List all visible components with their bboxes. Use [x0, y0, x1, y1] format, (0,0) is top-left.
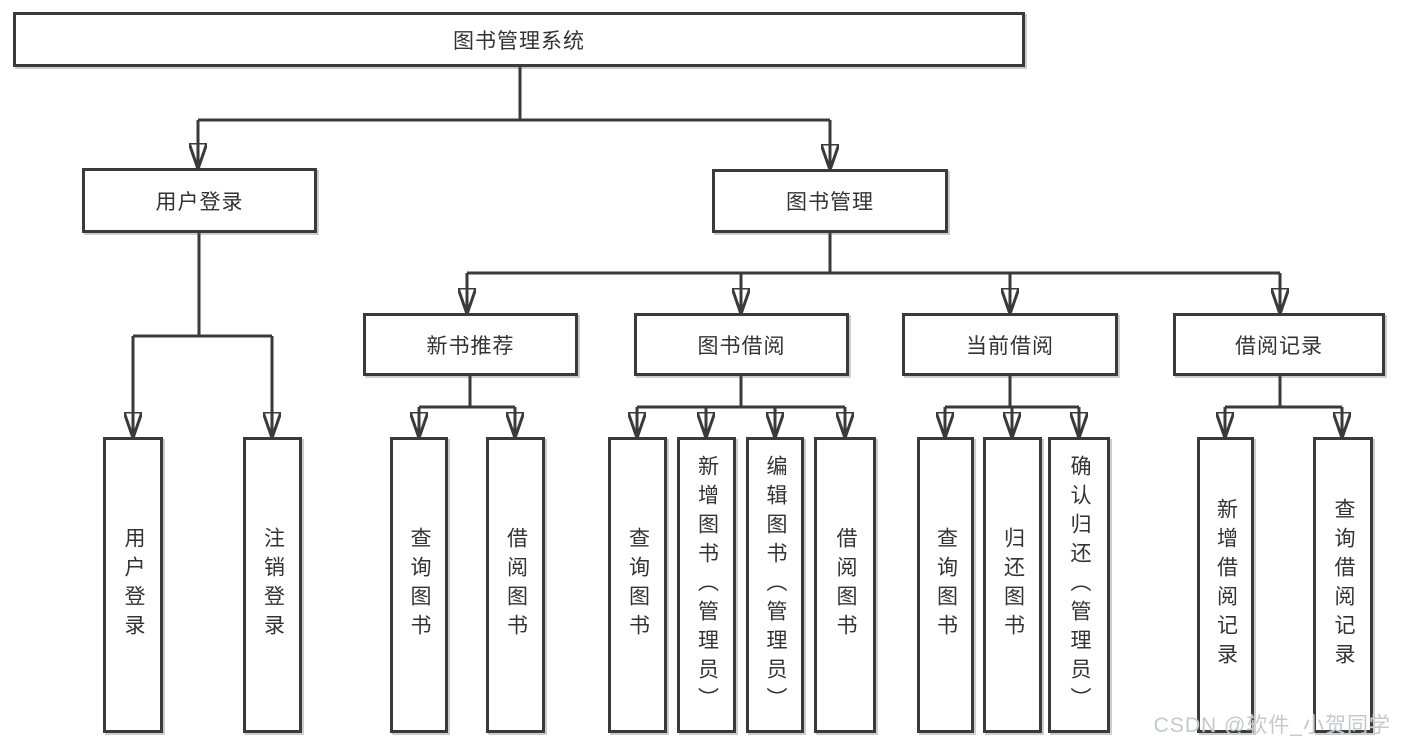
leaf-current-return-book-label: 归还图书: [1001, 527, 1025, 643]
node-book-management: 图书管理: [712, 169, 948, 233]
leaf-borrow-borrow-book: 借阅图书: [814, 437, 876, 733]
leaf-user-login-label: 用户登录: [122, 527, 145, 643]
leaf-borrow-edit-book-admin: 编辑图书（管理员）: [746, 437, 804, 733]
leaf-record-query-record-label: 查询借阅记录: [1332, 498, 1355, 672]
leaf-recommend-borrow-book: 借阅图书: [486, 437, 545, 733]
node-book-management-label: 图书管理: [786, 191, 874, 214]
leaf-current-query-book: 查询图书: [917, 437, 974, 733]
node-new-book-recommend-label: 新书推荐: [426, 334, 515, 358]
node-borrow-record-label: 借阅记录: [1235, 334, 1323, 358]
node-root-label: 图书管理系统: [453, 29, 585, 53]
leaf-recommend-borrow-book-label: 借阅图书: [504, 527, 528, 643]
node-current-borrow: 当前借阅: [902, 313, 1118, 376]
node-book-borrow-label: 图书借阅: [697, 334, 786, 358]
leaf-borrow-add-book-admin: 新增图书（管理员）: [677, 437, 736, 733]
leaf-record-query-record: 查询借阅记录: [1313, 437, 1373, 733]
leaf-borrow-borrow-book-label: 借阅图书: [834, 527, 857, 643]
node-book-borrow: 图书借阅: [634, 313, 849, 376]
leaf-logout-label: 注销登录: [261, 527, 285, 643]
leaf-borrow-query-book-label: 查询图书: [626, 527, 650, 643]
leaf-recommend-query-book-label: 查询图书: [408, 527, 431, 643]
leaf-record-add-record-label: 新增借阅记录: [1214, 498, 1238, 672]
node-new-book-recommend: 新书推荐: [363, 313, 578, 376]
leaf-borrow-add-book-admin-label: 新增图书（管理员）: [695, 454, 719, 716]
node-borrow-record: 借阅记录: [1173, 313, 1385, 376]
leaf-user-login: 用户登录: [103, 437, 163, 733]
leaf-current-query-book-label: 查询图书: [934, 527, 958, 643]
leaf-current-confirm-return-admin-label: 确认归还（管理员）: [1068, 454, 1091, 716]
leaf-borrow-query-book: 查询图书: [608, 437, 667, 733]
node-current-borrow-label: 当前借阅: [966, 334, 1054, 358]
leaf-recommend-query-book: 查询图书: [390, 437, 448, 733]
leaf-current-confirm-return-admin: 确认归还（管理员）: [1048, 437, 1110, 733]
leaf-current-return-book: 归还图书: [983, 437, 1042, 733]
leaf-logout: 注销登录: [243, 437, 302, 733]
leaf-borrow-edit-book-admin-label: 编辑图书（管理员）: [764, 454, 787, 716]
leaf-record-add-record: 新增借阅记录: [1197, 437, 1254, 733]
node-user-login: 用户登录: [82, 168, 317, 233]
node-root: 图书管理系统: [13, 12, 1025, 67]
node-user-login-label: 用户登录: [155, 190, 244, 214]
